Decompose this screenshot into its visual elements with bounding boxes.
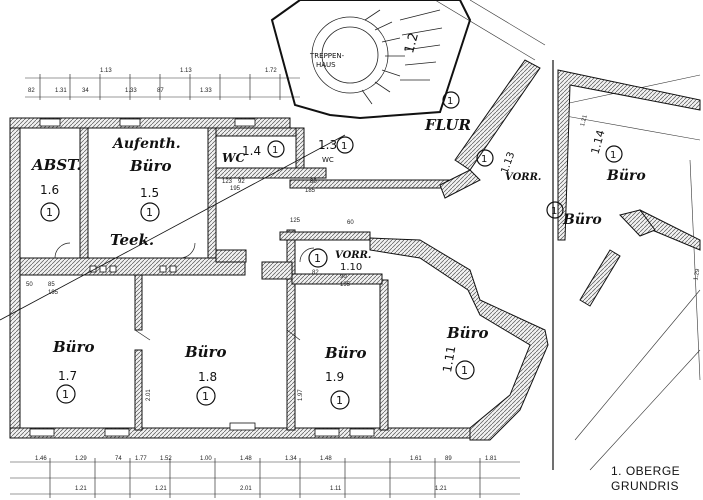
dimension-texts: 82 1.31 34 1.13 1.33 87 1.13 1.33 1.72 1…	[26, 68, 701, 492]
dim-misc-14: 82	[312, 270, 319, 276]
room-1-5-label2: Büro	[129, 157, 172, 175]
room-1-14-marker: 1	[610, 150, 616, 161]
room-1-14-number: 1.14	[589, 129, 608, 156]
room-1-8-marker: 1	[202, 390, 209, 403]
room-1-4-number: 1.4	[242, 144, 261, 158]
room-1-14-label: Büro	[606, 168, 646, 184]
room-1-2-label2: HAUS	[316, 61, 336, 69]
room-1-8-label: Büro	[184, 343, 227, 361]
sheet-title: 1. OBERGE GRUNDRIS	[611, 464, 703, 494]
room-1-5-number: 1.5	[140, 186, 159, 200]
dim-misc-7: 50	[26, 282, 33, 288]
dim-top-5: 87	[157, 88, 164, 94]
room-1-2-label: TREPPEN-	[309, 52, 345, 60]
room-1-9-number: 1.9	[325, 370, 344, 384]
dim-misc-8: 85	[48, 282, 55, 288]
stair-treads	[311, 9, 443, 105]
room-flur-marker: 1	[447, 96, 453, 107]
room-1-5-marker: 1	[146, 206, 153, 219]
dim-top-8: 1.72	[265, 68, 277, 74]
dim-bot-0: 1.46	[35, 456, 47, 462]
dim-top-1: 1.31	[55, 88, 67, 94]
room-1-4-label: WC	[222, 151, 245, 165]
window-markers	[29, 118, 375, 437]
dim-misc-3: 92	[238, 179, 245, 185]
dim-bot-9: 1.61	[410, 456, 422, 462]
room-1-5-label: Aufenth.	[111, 136, 181, 152]
annotation-line	[0, 134, 346, 321]
dim-misc-13: 195	[340, 282, 351, 288]
room-1-11-label: Büro	[446, 324, 489, 342]
dim-bot-3: 1.77	[135, 456, 147, 462]
dim-bot-1: 1.29	[75, 456, 87, 462]
room-1-3-number: 1.3	[318, 138, 337, 152]
room-b2-label: Büro	[562, 212, 602, 228]
dim-bot2-4: 1.21	[435, 486, 447, 492]
dim-bot-7: 1.34	[285, 456, 297, 462]
room-1-10-marker: 1	[314, 252, 321, 265]
room-1-13-marker: 1	[481, 154, 487, 165]
dim-top-2: 34	[82, 88, 89, 94]
room-1-10-label: VORR.	[335, 250, 371, 261]
dim-top-3: 1.13	[100, 68, 112, 74]
dim-misc-2: 123	[222, 179, 233, 185]
dim-bot-8: 1.48	[320, 456, 332, 462]
room-1-8-number: 1.8	[198, 370, 217, 384]
room-1-13-label: VORR.	[505, 172, 541, 183]
dim-misc-10: 2.01	[146, 389, 152, 401]
dim-misc-16: 1.29	[693, 268, 701, 281]
dim-misc-9: 195	[48, 290, 59, 296]
dim-misc-0: 125	[290, 218, 301, 224]
dim-bot-4: 1.52	[160, 456, 172, 462]
dim-top-7: 1.33	[200, 88, 212, 94]
dim-bot2-1: 1.21	[155, 486, 167, 492]
sheet-title-line2: GRUNDRIS	[611, 479, 680, 493]
walls	[9, 0, 701, 441]
dim-misc-6: 60	[347, 220, 354, 226]
dim-misc-11: 1.97	[298, 389, 304, 401]
room-1-9-marker: 1	[336, 394, 343, 407]
room-1-6-label: ABST.	[30, 156, 82, 174]
room-1-3-label: WC	[322, 156, 334, 164]
dim-bot2-3: 1.11	[330, 486, 342, 492]
door-swings	[54, 242, 315, 341]
dim-misc-5: 195	[230, 186, 241, 192]
room-1-6-number: 1.6	[40, 183, 59, 197]
room-1-6-marker: 1	[46, 206, 53, 219]
room-1-7-number: 1.7	[58, 369, 77, 383]
room-labels: ABST. 1.6 1 Aufenth. Büro 1.5 1 Teek. WC…	[30, 31, 646, 410]
dim-bot-11: 1.81	[485, 456, 497, 462]
dim-bot2-0: 1.21	[75, 486, 87, 492]
dim-misc-15: 1.21	[580, 114, 589, 127]
room-1-9-label: Büro	[324, 344, 367, 362]
dimension-ticks	[39, 74, 481, 498]
sheet-title-line1: 1. OBERGE	[611, 464, 681, 478]
dim-misc-1: 185	[305, 188, 316, 194]
dim-bot-5: 1.00	[200, 456, 212, 462]
room-1-4-marker: 1	[272, 145, 278, 156]
dim-misc-12: 90	[340, 274, 347, 280]
room-1-11-marker: 1	[461, 364, 468, 377]
room-b2-marker: 1	[551, 206, 557, 217]
room-1-3-marker: 1	[341, 141, 347, 152]
dim-misc-4: 80	[310, 179, 317, 185]
dim-bot2-2: 2.01	[240, 486, 252, 492]
dim-bot-6: 1.48	[240, 456, 252, 462]
room-flur-label: FLUR	[424, 116, 471, 134]
dim-bot-2: 74	[115, 456, 122, 462]
room-1-7-label: Büro	[52, 338, 95, 356]
dim-top-6: 1.13	[180, 68, 192, 74]
room-1-11-number: 1.11	[440, 345, 458, 374]
room-1-10-number: 1.10	[340, 262, 362, 273]
room-1-7-marker: 1	[62, 388, 69, 401]
room-1-2-number: 1.2	[402, 31, 422, 55]
annotation-teek: Teek.	[110, 231, 154, 249]
dim-top-0: 82	[28, 88, 35, 94]
dim-top-4: 1.33	[125, 88, 137, 94]
dim-bot-10: 89	[445, 456, 452, 462]
